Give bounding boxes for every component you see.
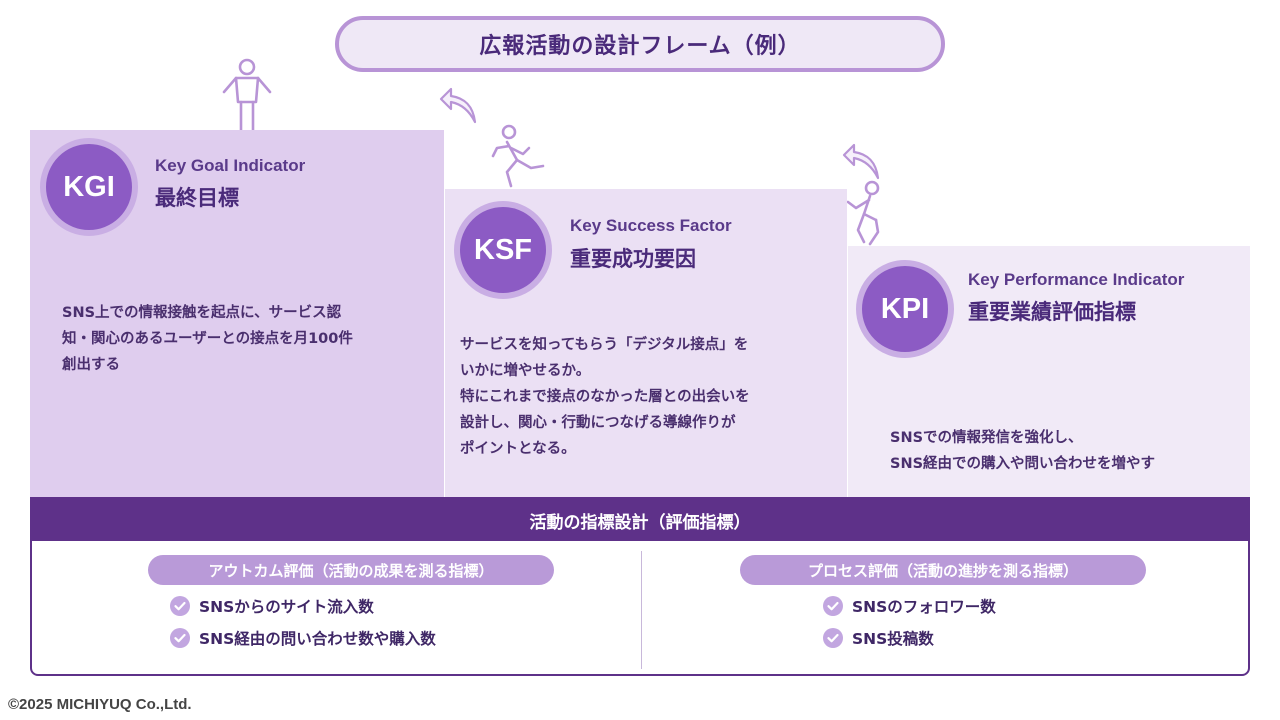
ksf-badge: KSF [454, 201, 552, 299]
kgi-description-line: 知・関心のあるユーザーとの接点を月100件 [62, 331, 353, 347]
kgi-english-label: Key Goal Indicator [155, 156, 306, 175]
ksf-description-line: サービスを知ってもらう「デジタル接点」を [460, 337, 749, 353]
curved-arrow-icon [439, 87, 477, 124]
kpi-description: SNSでの情報発信を強化し、 SNS経由での購入や問い合わせを増やす [890, 425, 1155, 477]
ksf-description-line: ポイントとなる。 [460, 441, 576, 457]
outcome-item-label: SNS経由の問い合わせ数や購入数 [199, 630, 436, 648]
kgi-step: KGI Key Goal Indicator 最終目標 SNS上での情報接触を起… [30, 130, 444, 498]
outcome-evaluation-label: アウトカム評価（活動の成果を測る指標） [148, 555, 554, 585]
process-evaluation-label: プロセス評価（活動の進捗を測る指標） [740, 555, 1146, 585]
climbing-person-icon [846, 180, 880, 246]
kgi-description-line: SNS上での情報接触を起点に、サービス認 [62, 305, 342, 321]
check-circle-icon [823, 628, 843, 648]
kgi-japanese-label: 最終目標 [155, 186, 239, 210]
check-circle-icon [823, 596, 843, 616]
ksf-description-line: いかに増やせるか。 [460, 363, 591, 379]
ksf-japanese-label: 重要成功要因 [570, 247, 696, 271]
kpi-badge: KPI [856, 260, 954, 358]
standing-person-icon [222, 58, 272, 132]
curved-arrow-icon [842, 143, 880, 180]
outcome-item-label: SNSからのサイト流入数 [199, 598, 374, 616]
kpi-step: KPI Key Performance Indicator 重要業績評価指標 S… [848, 246, 1250, 498]
kgi-description: SNS上での情報接触を起点に、サービス認 知・関心のあるユーザーとの接点を月10… [62, 300, 353, 378]
ksf-description-line: 設計し、関心・行動につなげる導線作りが [460, 415, 736, 431]
process-item: SNS投稿数 [823, 627, 934, 649]
process-item-label: SNSのフォロワー数 [852, 598, 996, 616]
kpi-japanese-label: 重要業績評価指標 [968, 300, 1136, 324]
process-item: SNSのフォロワー数 [823, 595, 996, 617]
ksf-description-line: 特にこれまで接点のなかった層との出会いを [460, 389, 750, 405]
check-circle-icon [170, 596, 190, 616]
kgi-badge: KGI [40, 138, 138, 236]
metrics-header: 活動の指標設計（評価指標） [32, 499, 1248, 541]
kpi-english-label: Key Performance Indicator [968, 270, 1185, 289]
ksf-english-label: Key Success Factor [570, 216, 732, 235]
running-person-icon [491, 124, 545, 188]
ksf-step: KSF Key Success Factor 重要成功要因 サービスを知ってもら… [445, 189, 847, 498]
page-title: 広報活動の設計フレーム（例） [335, 16, 945, 72]
process-item-label: SNS投稿数 [852, 630, 934, 648]
ksf-description: サービスを知ってもらう「デジタル接点」を いかに増やせるか。 特にこれまで接点の… [460, 332, 750, 462]
check-circle-icon [170, 628, 190, 648]
panel-divider [641, 551, 642, 669]
outcome-item: SNSからのサイト流入数 [170, 595, 374, 617]
outcome-item: SNS経由の問い合わせ数や購入数 [170, 627, 436, 649]
copyright: ©2025 MICHIYUQ Co.,Ltd. [8, 696, 192, 713]
kgi-description-line: 創出する [62, 357, 120, 373]
kpi-description-line: SNSでの情報発信を強化し、 [890, 430, 1083, 446]
kpi-description-line: SNS経由での購入や問い合わせを増やす [890, 456, 1156, 472]
metrics-panel: 活動の指標設計（評価指標） アウトカム評価（活動の成果を測る指標） SNSからの… [30, 497, 1250, 676]
